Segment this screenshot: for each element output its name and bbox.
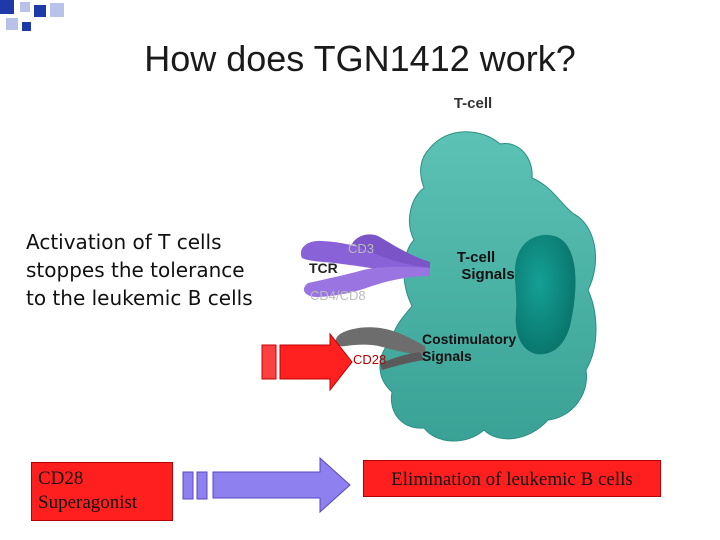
tcell-label: T-cell [454,95,492,112]
tcr-label: TCR [309,260,338,276]
nucleus [514,234,576,355]
cd28-stem [380,352,424,370]
cd28-receptor [335,327,426,356]
corner-decoration [0,0,70,40]
elimination-arrow [182,456,351,514]
costimulatory-line1: Costimulatory [422,331,516,347]
tcell-signals-line2: Signals [461,266,514,283]
cd4cd8-label: CD4/CD8 [310,288,366,303]
body-text: Activation of T cells stoppes the tolera… [26,230,253,310]
tcr-receptor [300,234,430,297]
slide-title: How does TGN1412 work? [144,38,576,79]
activation-arrow [261,332,353,392]
superagonist-line1: CD28 [38,468,84,489]
cd28-label: CD28 [353,352,386,367]
cd3-label: CD3 [348,241,374,256]
superagonist-line2: Superagonist [38,492,138,513]
tcell-signals-line1: T-cell [457,249,495,266]
superagonist-box: CD28 Superagonist [31,462,173,521]
elimination-box: Elimination of leukemic B cells [363,460,661,497]
costimulatory-line2: Signals [422,348,472,364]
